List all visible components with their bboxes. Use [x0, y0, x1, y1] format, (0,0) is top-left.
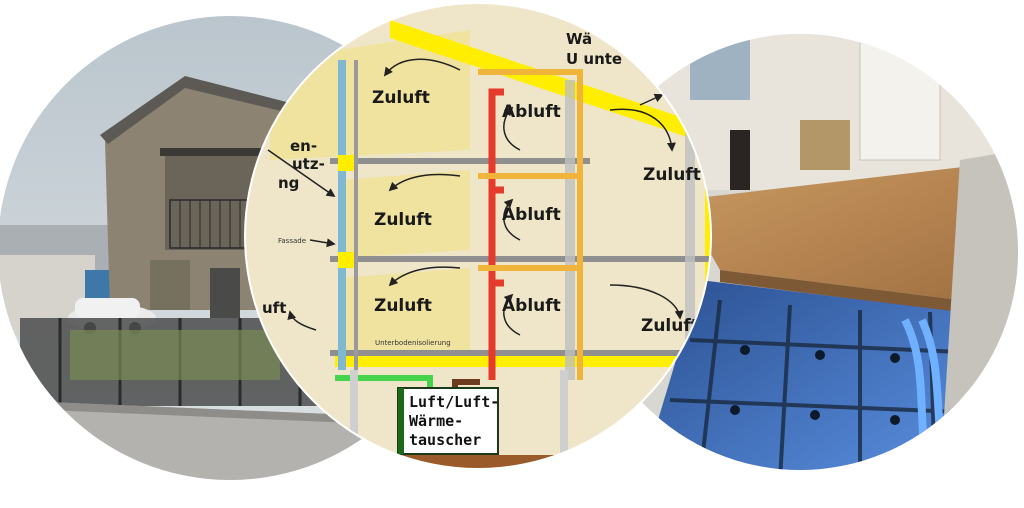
label-abluft: Abluft [502, 205, 561, 225]
flow-arrow [287, 310, 317, 331]
flow-arrow [267, 149, 336, 198]
label-wall-fragment: ng [278, 174, 299, 192]
flow-arrow [639, 93, 664, 106]
flow-arrow [503, 198, 521, 241]
label-roof: U unte [566, 50, 622, 68]
label-fassade: Fassade [278, 237, 306, 245]
flow-arrow [309, 238, 336, 248]
label-unterboden: Unterbodenisolierung [375, 339, 451, 347]
flow-arrow [503, 293, 521, 336]
flow-arrow [503, 106, 521, 151]
label-heat-exchanger: Wärme- [409, 412, 463, 430]
label-abluft: Abluft [502, 102, 561, 122]
label-zuluft-edge: uft [262, 299, 286, 317]
label-wall-fragment: utz- [292, 155, 325, 173]
ventilation-diagram: Zuluft Zuluft Zuluft Zuluft Zuluft uft A… [244, 2, 712, 483]
label-ground: Erdw [515, 465, 552, 483]
flow-arrow [388, 173, 461, 192]
label-heat-exchanger: Luft/Luft- [409, 393, 499, 411]
flow-arrow [609, 108, 676, 152]
label-zuluft: Zuluft [643, 165, 701, 185]
label-heat-exchanger: tauscher [409, 431, 481, 449]
label-abluft: Abluft [502, 296, 561, 316]
flow-arrow [388, 266, 461, 287]
label-zuluft: Zuluft [374, 210, 432, 230]
flow-arrow [383, 58, 461, 77]
label-roof: Wä [566, 30, 592, 48]
label-zuluft: Zuluft [372, 88, 430, 108]
label-wall-fragment: en- [290, 137, 317, 155]
label-zuluft: Zuluft [641, 316, 699, 336]
label-zuluft: Zuluft [374, 296, 432, 316]
flow-arrow [609, 284, 684, 320]
